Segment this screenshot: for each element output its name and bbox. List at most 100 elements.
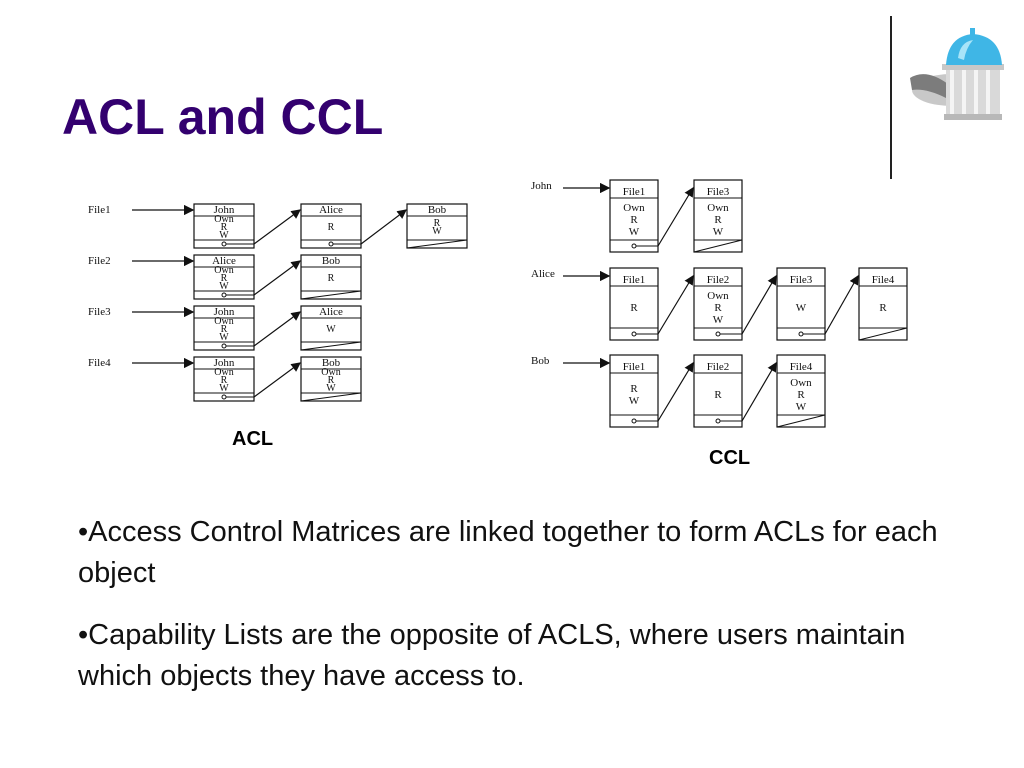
node-name: John xyxy=(214,204,235,216)
null-pointer xyxy=(693,239,743,253)
node-right: R xyxy=(328,375,335,386)
node-name: File1 xyxy=(623,361,646,373)
pointer-dot xyxy=(221,292,227,298)
node-right: R xyxy=(714,214,722,226)
bullet-list: •Access Control Matrices are linked toge… xyxy=(78,512,938,718)
link-arrow xyxy=(741,274,777,335)
node-box xyxy=(193,254,255,300)
node-right: R xyxy=(328,222,335,233)
pointer-dot xyxy=(631,418,637,424)
node-right: Own xyxy=(214,214,233,225)
old-well-dome-icon xyxy=(910,28,1004,120)
ccl-caption: CCL xyxy=(709,447,751,469)
null-pointer xyxy=(300,290,362,300)
node-box xyxy=(300,305,362,351)
vertical-divider xyxy=(890,16,892,179)
node-right: R xyxy=(221,222,228,233)
link-arrow xyxy=(657,274,694,335)
link-arrow xyxy=(253,362,301,398)
node-name: File4 xyxy=(790,361,813,373)
node-name: File2 xyxy=(707,274,730,286)
row-label: File1 xyxy=(88,204,111,216)
node-box xyxy=(300,356,362,402)
node-box xyxy=(300,203,362,249)
row-label: File3 xyxy=(88,306,111,318)
link-arrow xyxy=(253,311,301,347)
node-name: Alice xyxy=(319,204,343,216)
node-right: R xyxy=(879,302,887,314)
pointer-dot xyxy=(715,418,721,424)
node-name: Alice xyxy=(212,255,236,267)
node-right: W xyxy=(219,383,229,394)
null-pointer xyxy=(406,239,468,249)
link-arrow xyxy=(253,209,301,245)
node-right: Own xyxy=(623,202,645,214)
node-right: W xyxy=(796,401,807,413)
pointer-dot xyxy=(798,331,804,337)
node-right: W xyxy=(713,226,724,238)
null-pointer xyxy=(858,327,908,341)
node-right: Own xyxy=(214,316,233,327)
node-right: Own xyxy=(214,265,233,276)
node-name: File4 xyxy=(872,274,895,286)
node-box xyxy=(300,254,362,300)
node-right: Own xyxy=(790,377,812,389)
row-label: Alice xyxy=(531,268,555,280)
node-name: File3 xyxy=(790,274,813,286)
pointer-dot xyxy=(221,394,227,400)
link-arrow xyxy=(657,361,694,422)
pointer-dot xyxy=(631,243,637,249)
node-box xyxy=(193,356,255,402)
null-pointer xyxy=(300,341,362,351)
node-right: R xyxy=(630,214,638,226)
link-arrow xyxy=(657,186,694,247)
node-name: File2 xyxy=(707,361,730,373)
node-right: R xyxy=(221,324,228,335)
pointer-dot xyxy=(631,331,637,337)
node-right: R xyxy=(630,383,638,395)
node-name: Bob xyxy=(322,357,341,369)
bullet-item: •Capability Lists are the opposite of AC… xyxy=(78,619,906,692)
node-box xyxy=(193,203,255,249)
null-pointer xyxy=(300,392,362,402)
node-right: W xyxy=(629,395,640,407)
node-right: W xyxy=(629,226,640,238)
node-right: W xyxy=(713,314,724,326)
row-label: File4 xyxy=(88,357,111,369)
node-right: Own xyxy=(214,367,233,378)
node-name: John xyxy=(214,357,235,369)
node-right: W xyxy=(219,230,229,241)
node-box xyxy=(406,203,468,249)
node-right: R xyxy=(328,273,335,284)
node-right: W xyxy=(796,302,807,314)
node-right: R xyxy=(221,375,228,386)
node-right: R xyxy=(714,389,722,401)
link-arrow xyxy=(360,209,407,245)
link-arrow xyxy=(741,361,777,422)
node-name: Bob xyxy=(322,255,341,267)
node-right: W xyxy=(432,226,442,237)
node-right: R xyxy=(630,302,638,314)
node-right: R xyxy=(714,302,722,314)
acl-caption: ACL xyxy=(232,428,274,450)
node-name: File1 xyxy=(623,274,646,286)
